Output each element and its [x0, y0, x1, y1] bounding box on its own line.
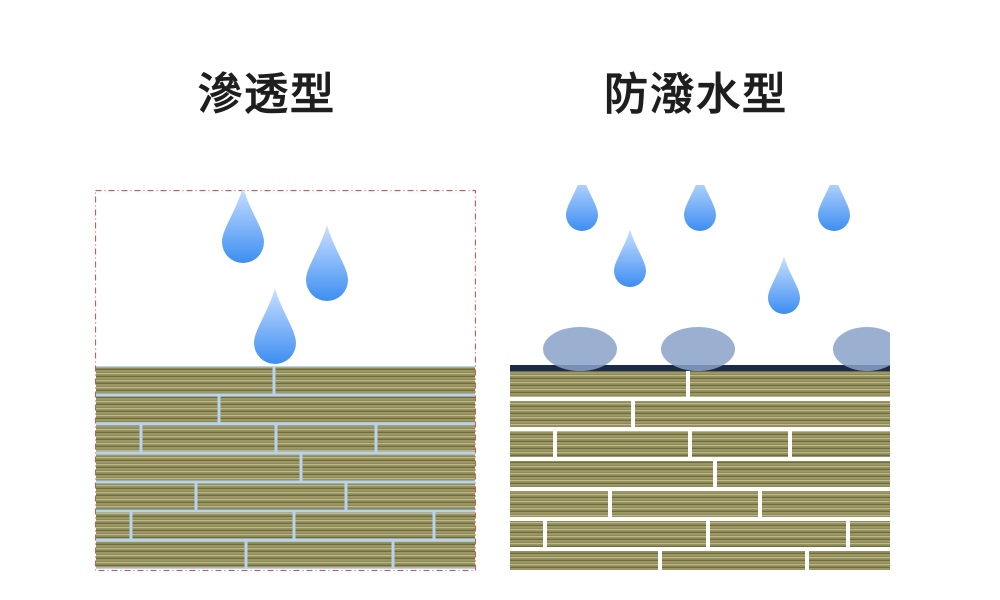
water-bead-icon — [661, 327, 735, 371]
wood-block — [547, 521, 706, 547]
wood-layer — [510, 369, 890, 570]
title-water-repellent: 防潑水型 — [604, 69, 788, 120]
wood-block — [394, 541, 475, 568]
water-bead-icon — [543, 327, 617, 371]
wood-block — [510, 431, 553, 457]
wood-block — [96, 512, 130, 539]
wood-block — [557, 431, 688, 457]
wood-block — [96, 367, 273, 394]
water-drop-icon — [614, 229, 646, 287]
wood-block — [510, 371, 686, 397]
wood-block — [277, 425, 375, 452]
water-drop-icon — [684, 185, 716, 231]
wood-block — [510, 491, 608, 517]
wood-block — [690, 371, 890, 397]
wood-block — [302, 454, 475, 481]
wood-block — [142, 425, 275, 452]
wood-block — [295, 512, 433, 539]
wood-block — [612, 491, 758, 517]
wood-block — [662, 551, 805, 570]
water-drop-icon — [566, 185, 598, 231]
wood-block — [510, 551, 658, 570]
wood-block — [132, 512, 293, 539]
wood-layer — [96, 366, 475, 569]
wood-block — [717, 461, 890, 487]
wood-block — [275, 367, 475, 394]
wood-block — [96, 396, 218, 423]
wood-block — [197, 483, 345, 510]
wood-block — [762, 491, 890, 517]
wood-block — [510, 401, 631, 427]
wood-block — [377, 425, 475, 452]
wood-block — [96, 483, 195, 510]
water-drop-icon — [254, 288, 296, 364]
water-drop-icon — [222, 190, 264, 263]
wood-block — [96, 425, 140, 452]
wood-block — [435, 512, 475, 539]
water-drop-icon — [306, 225, 348, 301]
water-bead-icon — [833, 327, 890, 371]
water-drop-icon — [768, 256, 800, 314]
title-penetrating: 滲透型 — [198, 69, 336, 120]
water-repellent-panel — [510, 185, 890, 570]
wood-block — [510, 521, 543, 547]
wood-block — [347, 483, 475, 510]
wood-block — [710, 521, 846, 547]
wood-block — [692, 431, 788, 457]
wood-block — [220, 396, 475, 423]
wood-block — [247, 541, 392, 568]
penetrating-illustration — [95, 190, 476, 571]
penetrating-panel — [95, 190, 476, 571]
wood-block — [96, 454, 300, 481]
wood-block — [510, 461, 713, 487]
water-repellent-illustration — [510, 185, 890, 570]
panel-border — [95, 190, 476, 571]
wood-block — [809, 551, 890, 570]
wood-block — [792, 431, 890, 457]
wood-block — [635, 401, 890, 427]
wood-block — [850, 521, 890, 547]
water-drop-icon — [818, 185, 850, 231]
wood-block — [96, 541, 245, 568]
